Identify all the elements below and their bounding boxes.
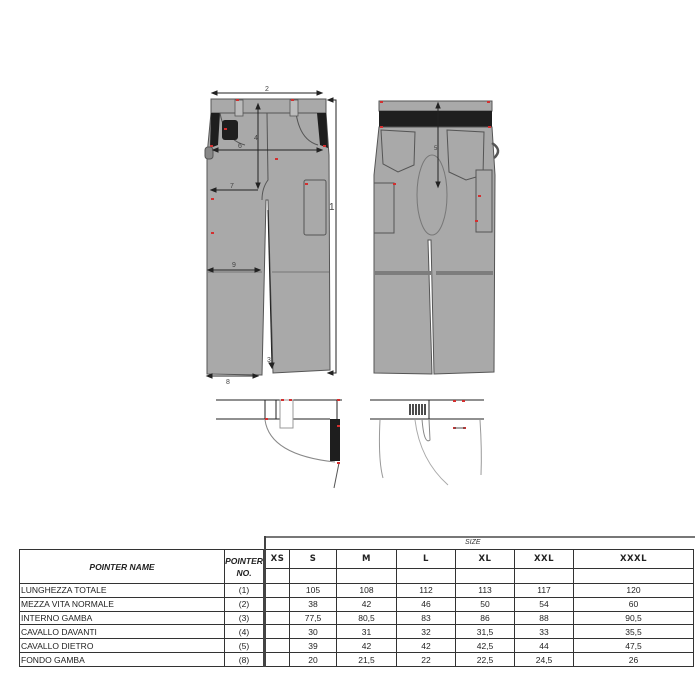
cell-xxxl: 90,5: [573, 610, 694, 626]
cell-s: 20: [289, 652, 337, 667]
cell-xxxl: 47,5: [573, 638, 694, 654]
cell-xxxl: 26: [573, 652, 694, 667]
cell-l: 22: [396, 652, 456, 667]
header-blank: [514, 568, 574, 585]
size-caption: SIZE: [465, 539, 481, 546]
label-6: 6: [238, 143, 242, 150]
trousers-technical-drawing: 2 4 6 7 9 3 8 1: [204, 86, 500, 489]
cell-m: 31: [336, 624, 397, 640]
cell-xl: 31,5: [455, 624, 515, 640]
cell-xxxl: 35,5: [573, 624, 694, 640]
header-blank: [336, 568, 397, 585]
cell-xs: [263, 610, 290, 626]
cell-l: 46: [396, 596, 456, 612]
row-name: INTERNO GAMBA: [19, 610, 225, 626]
cell-xl: 86: [455, 610, 515, 626]
cell-s: 105: [289, 583, 337, 598]
row-pointer-no: (8): [224, 652, 265, 667]
header-size-m: M: [336, 548, 397, 570]
cell-xs: [263, 638, 290, 654]
header-blank: [263, 568, 290, 585]
cell-xs: [263, 652, 290, 667]
row-name: CAVALLO DAVANTI: [19, 624, 225, 640]
front-view: 2 4 6 7 9 3 8 1: [204, 86, 337, 386]
cell-m: 21,5: [336, 652, 397, 667]
table-row: CAVALLO DAVANTI (4) 30 31 32 31,5 33 35,…: [19, 624, 694, 640]
row-name: MEZZA VITA NORMALE: [19, 596, 225, 612]
cell-xs: [263, 624, 290, 640]
label-4: 4: [254, 135, 258, 142]
size-header-line: [265, 536, 695, 538]
header-size-xxl: XXL: [514, 548, 574, 570]
row-name: FONDO GAMBA: [19, 652, 225, 667]
cell-xl: 22,5: [455, 652, 515, 667]
header-size-xl: XL: [455, 548, 515, 570]
cell-xxl: 88: [514, 610, 574, 626]
table-row: LUNGHEZZA TOTALE (1) 105 108 112 113 117…: [19, 583, 694, 598]
cell-xl: 50: [455, 596, 515, 612]
cell-xxxl: 60: [573, 596, 694, 612]
cell-xl: 42,5: [455, 638, 515, 654]
header-pointer-no: POINTER NO.: [224, 548, 265, 585]
size-table: POINTER NAME POINTER NO. XS S M L XL XXL…: [19, 548, 694, 667]
header-size-xxxl: XXXL: [573, 548, 694, 570]
size-header-divider: [264, 536, 266, 550]
cell-l: 83: [396, 610, 456, 626]
row-pointer-no: (2): [224, 596, 265, 612]
cell-s: 38: [289, 596, 337, 612]
cell-m: 42: [336, 596, 397, 612]
cell-xxl: 33: [514, 624, 574, 640]
header-size-s: S: [289, 548, 337, 570]
waist-detail-back: [370, 399, 484, 486]
header-pointer-no-line2: NO.: [236, 567, 252, 578]
label-5: 5: [434, 146, 438, 152]
table-row: CAVALLO DIETRO (5) 39 42 42 42,5 44 47,5: [19, 638, 694, 654]
header-blank: [455, 568, 515, 585]
cell-xxxl: 120: [573, 583, 694, 598]
header-blank: [396, 568, 456, 585]
label-9: 9: [232, 262, 236, 269]
cell-xs: [263, 596, 290, 612]
label-7: 7: [230, 183, 234, 190]
back-view: 5: [373, 100, 500, 375]
cell-s: 39: [289, 638, 337, 654]
header-pointer-name: POINTER NAME: [19, 548, 225, 585]
cell-xxl: 54: [514, 596, 574, 612]
cell-xxl: 117: [514, 583, 574, 598]
cell-m: 80,5: [336, 610, 397, 626]
cell-xl: 113: [455, 583, 515, 598]
row-pointer-no: (4): [224, 624, 265, 640]
label-2: 2: [265, 86, 269, 93]
waist-detail-front: [216, 399, 342, 489]
label-3: 3: [267, 357, 271, 364]
cell-xxl: 44: [514, 638, 574, 654]
cell-m: 108: [336, 583, 397, 598]
header-pointer-no-line1: POINTER: [225, 555, 263, 566]
cell-s: 77,5: [289, 610, 337, 626]
cell-xs: [263, 583, 290, 598]
table-row: INTERNO GAMBA (3) 77,5 80,5 83 86 88 90,…: [19, 610, 694, 626]
cell-l: 112: [396, 583, 456, 598]
header-blank: [573, 568, 694, 585]
row-name: LUNGHEZZA TOTALE: [19, 583, 225, 598]
header-size-xs: XS: [263, 548, 290, 570]
label-1: 1: [329, 202, 335, 213]
header-size-l: L: [396, 548, 456, 570]
row-pointer-no: (5): [224, 638, 265, 654]
row-pointer-no: (3): [224, 610, 265, 626]
cell-s: 30: [289, 624, 337, 640]
cell-l: 42: [396, 638, 456, 654]
row-pointer-no: (1): [224, 583, 265, 598]
cell-m: 42: [336, 638, 397, 654]
table-row: FONDO GAMBA (8) 20 21,5 22 22,5 24,5 26: [19, 652, 694, 667]
table-row: MEZZA VITA NORMALE (2) 38 42 46 50 54 60: [19, 596, 694, 612]
cell-xxl: 24,5: [514, 652, 574, 667]
row-name: CAVALLO DIETRO: [19, 638, 225, 654]
header-blank: [289, 568, 337, 585]
cell-l: 32: [396, 624, 456, 640]
label-8: 8: [226, 379, 230, 386]
